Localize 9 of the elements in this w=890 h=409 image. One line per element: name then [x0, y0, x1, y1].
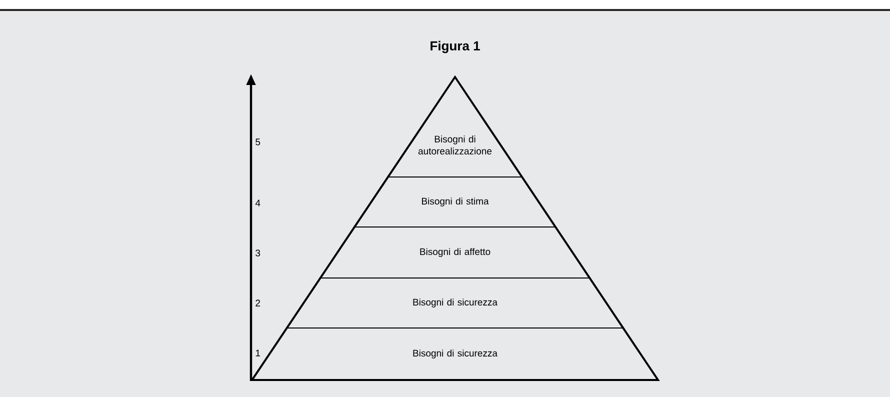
pyramid-layer: Bisogni di sicurezza — [286, 278, 624, 328]
level-number: 4 — [255, 200, 260, 206]
figure-title: Figura 1 — [430, 40, 480, 54]
node-label: Bisogni di autorealizzazione — [418, 136, 492, 154]
level-number: 5 — [256, 138, 260, 146]
level-number: 1 — [256, 350, 260, 356]
level-number: 3 — [256, 250, 260, 256]
pyramid-layer: Bisogni di affetto — [320, 226, 591, 278]
level-number: 2 — [256, 300, 260, 306]
